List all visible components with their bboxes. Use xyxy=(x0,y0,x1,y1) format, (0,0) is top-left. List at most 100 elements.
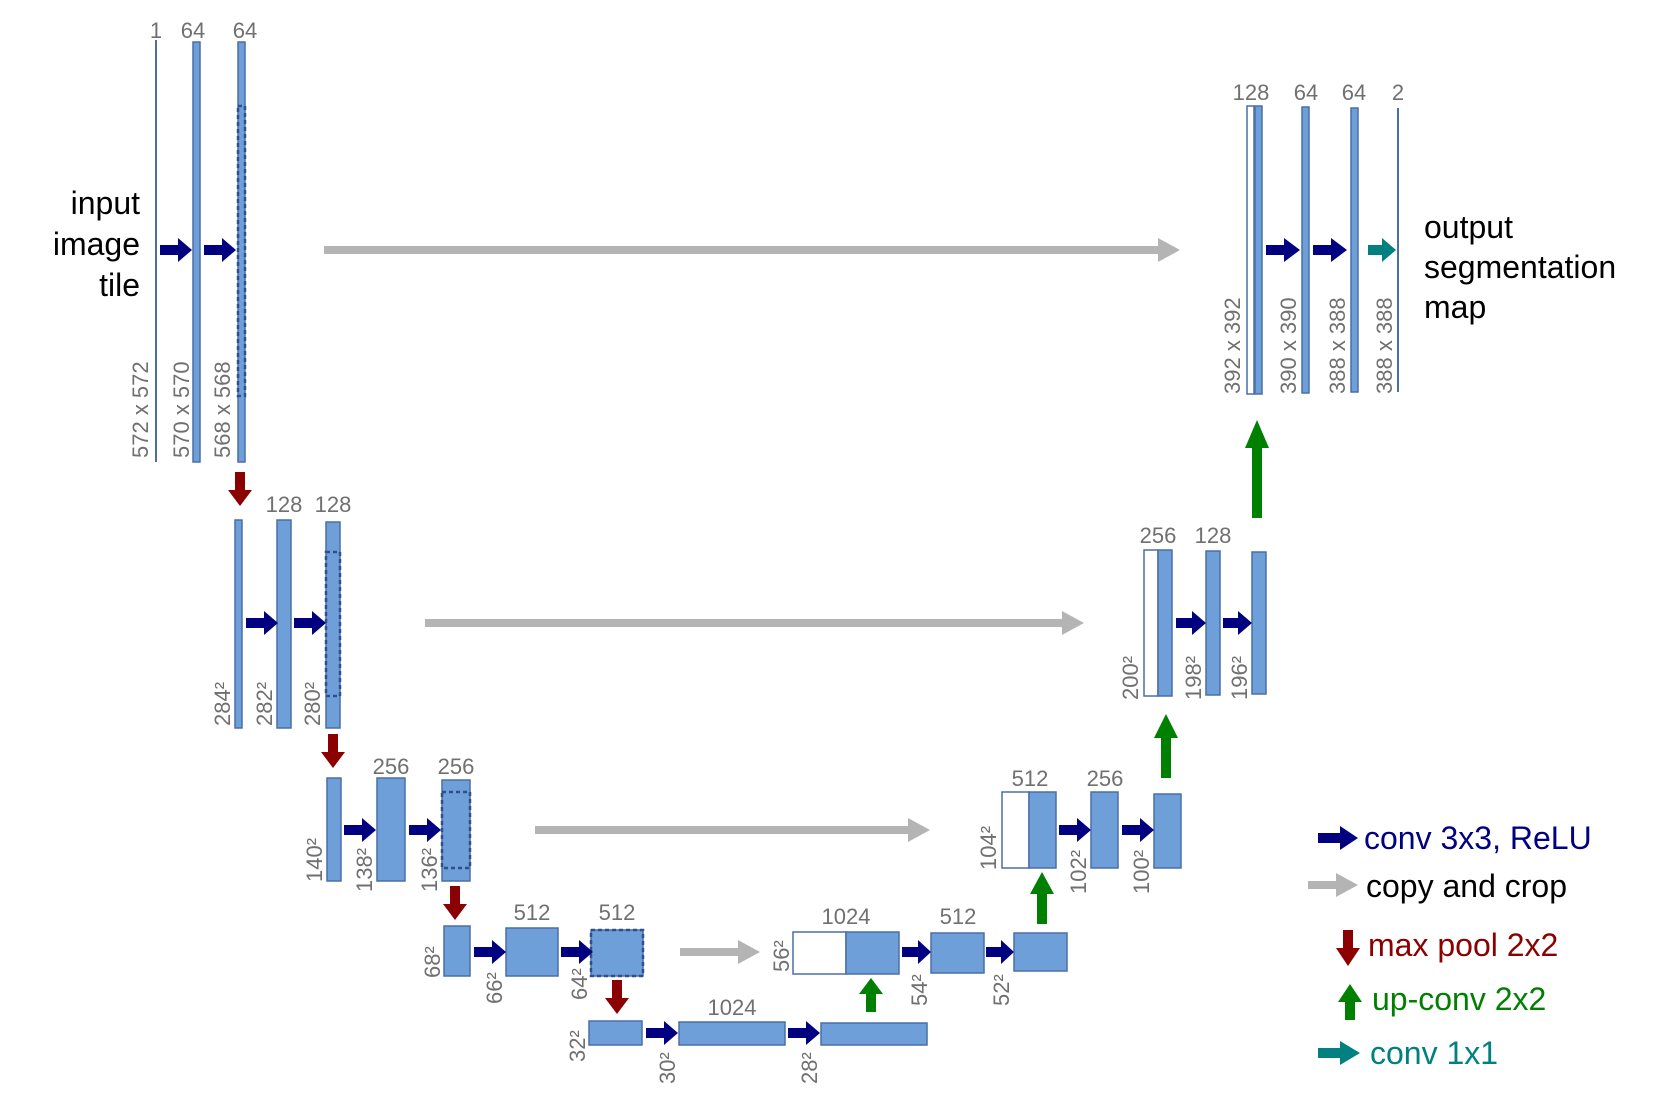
legend-label: conv 3x3, ReLU xyxy=(1364,820,1592,856)
channel-label: 512 xyxy=(940,904,977,929)
arrow-right-icon xyxy=(1308,873,1358,897)
size-label: 104² xyxy=(976,826,1001,870)
feature-map-block xyxy=(1157,549,1173,697)
feature-map-block xyxy=(276,519,292,729)
conv3x3-arrow-icon xyxy=(902,940,931,964)
channel-label: 512 xyxy=(514,900,551,925)
channel-label: 256 xyxy=(1087,766,1124,791)
size-label: 390 x 390 xyxy=(1276,297,1301,394)
conv3x3-arrow-icon xyxy=(160,238,192,262)
feature-map-block xyxy=(590,929,644,977)
conv3x3-arrow-icon xyxy=(204,238,236,262)
size-label: 388 x 388 xyxy=(1325,297,1350,394)
feature-map-block xyxy=(326,777,342,882)
size-label: 100² xyxy=(1129,850,1154,894)
size-label: 388 x 388 xyxy=(1372,297,1397,394)
size-label: 68² xyxy=(420,946,445,978)
legend-item-conv3x3: conv 3x3, ReLU xyxy=(1318,820,1592,856)
feature-map-block xyxy=(441,779,471,882)
arrow-down-icon xyxy=(1336,930,1360,966)
feature-map-block xyxy=(820,1022,928,1046)
channel-label: 1024 xyxy=(708,995,757,1020)
crop-region xyxy=(324,550,342,698)
conv3x3-arrow-icon xyxy=(986,940,1014,964)
channel-label: 64 xyxy=(181,18,205,43)
copy-crop-arrow-icon xyxy=(680,940,760,964)
size-label: 284² xyxy=(210,682,235,726)
size-label: 196² xyxy=(1227,656,1252,700)
legend-item-upconv: up-conv 2x2 xyxy=(1338,981,1546,1020)
size-label: 392 x 392 xyxy=(1220,297,1245,394)
conv3x3-arrow-icon xyxy=(1176,611,1206,635)
copy-crop-arrows xyxy=(324,238,1180,964)
size-label: 64² xyxy=(567,968,592,1000)
conv3x3-arrow-icon xyxy=(788,1021,820,1045)
copy-crop-arrow-icon xyxy=(425,611,1084,635)
upconv-arrow-icon xyxy=(1154,714,1178,778)
maxpool-arrow-icon xyxy=(443,886,467,920)
size-label: 198² xyxy=(1181,656,1206,700)
channel-label: 1 xyxy=(150,18,162,43)
size-label: 54² xyxy=(907,974,932,1006)
upconv-arrows xyxy=(859,420,1269,1012)
channel-label: 64 xyxy=(1294,80,1318,105)
output-label: output xyxy=(1424,209,1513,245)
conv3x3-arrow-icon xyxy=(409,818,441,842)
size-label: 66² xyxy=(482,972,507,1004)
channel-label: 512 xyxy=(599,900,636,925)
decoder-level-1: 128 64 64 2 392 x 392 390 x 390 388 x 38… xyxy=(1220,80,1616,395)
maxpool-arrow-icon xyxy=(228,472,252,506)
conv3x3-arrow-icon xyxy=(294,611,326,635)
channel-label: 128 xyxy=(1195,523,1232,548)
copied-feature-map xyxy=(792,931,847,975)
feature-map-block xyxy=(1028,791,1057,869)
size-label: 136² xyxy=(417,848,442,892)
conv3x3-arrow-icon xyxy=(474,940,506,964)
conv3x3-arrow-icon xyxy=(1266,238,1300,262)
conv3x3-arrow-icon xyxy=(1223,611,1252,635)
feature-map-block xyxy=(1153,793,1182,869)
crop-region xyxy=(236,104,247,398)
conv3x3-arrow-icon xyxy=(1122,818,1154,842)
arrow-right-icon xyxy=(1318,1041,1360,1065)
maxpool-arrows xyxy=(228,472,629,1014)
copied-feature-map xyxy=(1246,105,1255,395)
bottleneck-level: 1024 32² 30² 28² xyxy=(565,995,928,1084)
decoder-level-2: 256 128 200² 198² 196² xyxy=(1118,523,1267,700)
upconv-arrow-icon xyxy=(1245,420,1269,518)
feature-map-block xyxy=(1205,550,1221,696)
feature-map-block xyxy=(930,932,985,974)
input-label: tile xyxy=(99,267,140,303)
size-label: 200² xyxy=(1118,656,1143,700)
channel-label: 64 xyxy=(1342,80,1366,105)
size-label: 570 x 570 xyxy=(169,361,194,458)
size-label: 52² xyxy=(989,974,1014,1006)
legend: conv 3x3, ReLU copy and crop max pool 2x… xyxy=(1308,820,1592,1071)
feature-map-block xyxy=(376,777,406,882)
channel-label: 128 xyxy=(266,492,303,517)
conv3x3-arrow-icon xyxy=(1059,818,1091,842)
size-label: 140² xyxy=(302,838,327,882)
conv3x3-arrow-icon xyxy=(561,940,593,964)
conv3x3-arrow-icon xyxy=(1313,238,1347,262)
encoder-level-2: 128 128 284² 282² 280² xyxy=(210,492,351,729)
size-label: 282² xyxy=(252,682,277,726)
upconv-arrow-icon xyxy=(859,978,883,1012)
feature-map-block xyxy=(1251,551,1267,695)
size-label: 102² xyxy=(1066,850,1091,894)
copied-feature-map xyxy=(1001,791,1030,869)
encoder-level-3: 256 256 140² 138² 136² xyxy=(302,754,474,892)
encoder-level-4: 512 512 68² 66² 64² xyxy=(420,900,645,1004)
copy-crop-arrow-icon xyxy=(535,818,930,842)
feature-map-block xyxy=(1350,107,1359,393)
legend-label: up-conv 2x2 xyxy=(1372,981,1546,1017)
decoder-level-3: 512 256 104² 102² 100² xyxy=(976,766,1182,894)
size-label: 572 x 572 xyxy=(128,361,153,458)
channel-label: 256 xyxy=(373,754,410,779)
feature-map-block xyxy=(678,1021,786,1046)
copy-crop-arrow-icon xyxy=(324,238,1180,262)
feature-map-block xyxy=(505,927,559,977)
conv3x3-arrow-icon xyxy=(246,611,278,635)
feature-map-block xyxy=(443,925,471,977)
